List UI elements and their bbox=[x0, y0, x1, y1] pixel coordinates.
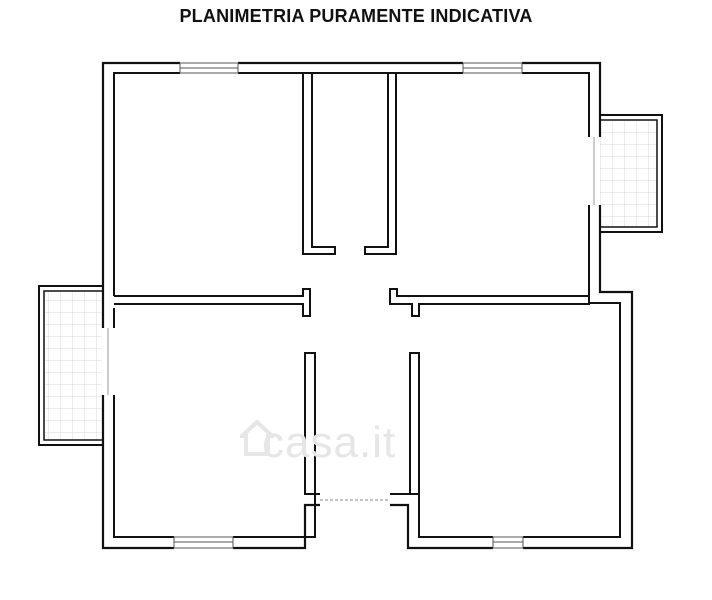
balcony-left bbox=[38, 285, 102, 446]
balcony-right bbox=[600, 114, 663, 233]
interior-walls bbox=[114, 73, 590, 495]
watermark: casa.it bbox=[262, 418, 397, 467]
windows bbox=[173, 62, 524, 549]
balcony-doors bbox=[107, 137, 595, 395]
house-icon bbox=[240, 420, 274, 456]
exterior-walls bbox=[101, 61, 634, 550]
plan-title: PLANIMETRIA PURAMENTE INDICATIVA bbox=[179, 6, 533, 26]
